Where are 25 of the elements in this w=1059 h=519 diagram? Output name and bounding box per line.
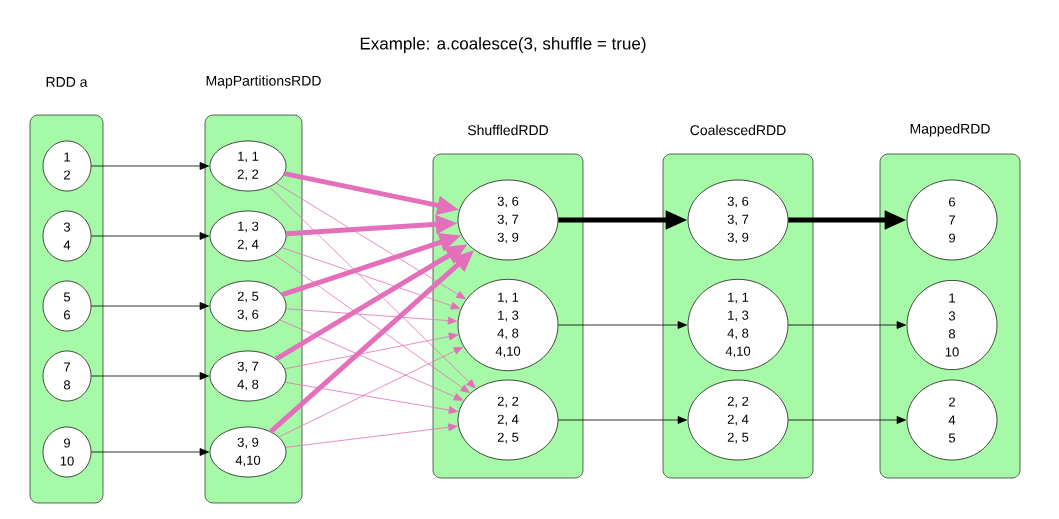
- arrow: [557, 416, 687, 424]
- arrow: [285, 423, 458, 448]
- arrow: [273, 254, 470, 394]
- arrow: [284, 381, 459, 414]
- panel-heading: ShuffledRDD: [467, 124, 549, 136]
- arrow: [281, 247, 461, 310]
- panel-heading: CoalescedRDD: [690, 124, 786, 136]
- panel-heading: MappedRDD: [910, 123, 990, 137]
- arrow: [90, 448, 209, 456]
- arrow: [285, 308, 458, 325]
- arrow: [787, 321, 906, 329]
- arrow: [275, 182, 466, 300]
- arrow: [90, 162, 209, 170]
- arrow: [787, 416, 906, 424]
- panel-heading: RDD a: [46, 77, 88, 87]
- arrow: [269, 186, 476, 389]
- panel-heading: MapPartitionsRDD: [206, 75, 321, 89]
- arrow: [90, 232, 209, 240]
- arrow: [284, 332, 459, 370]
- arrow: [90, 372, 209, 380]
- diagram-title: Example: a.coalesce(3, shuffle = true): [360, 37, 646, 53]
- arrow: [278, 346, 464, 438]
- arrow: [557, 321, 687, 329]
- arrow: [90, 302, 209, 310]
- arrow: [279, 319, 464, 401]
